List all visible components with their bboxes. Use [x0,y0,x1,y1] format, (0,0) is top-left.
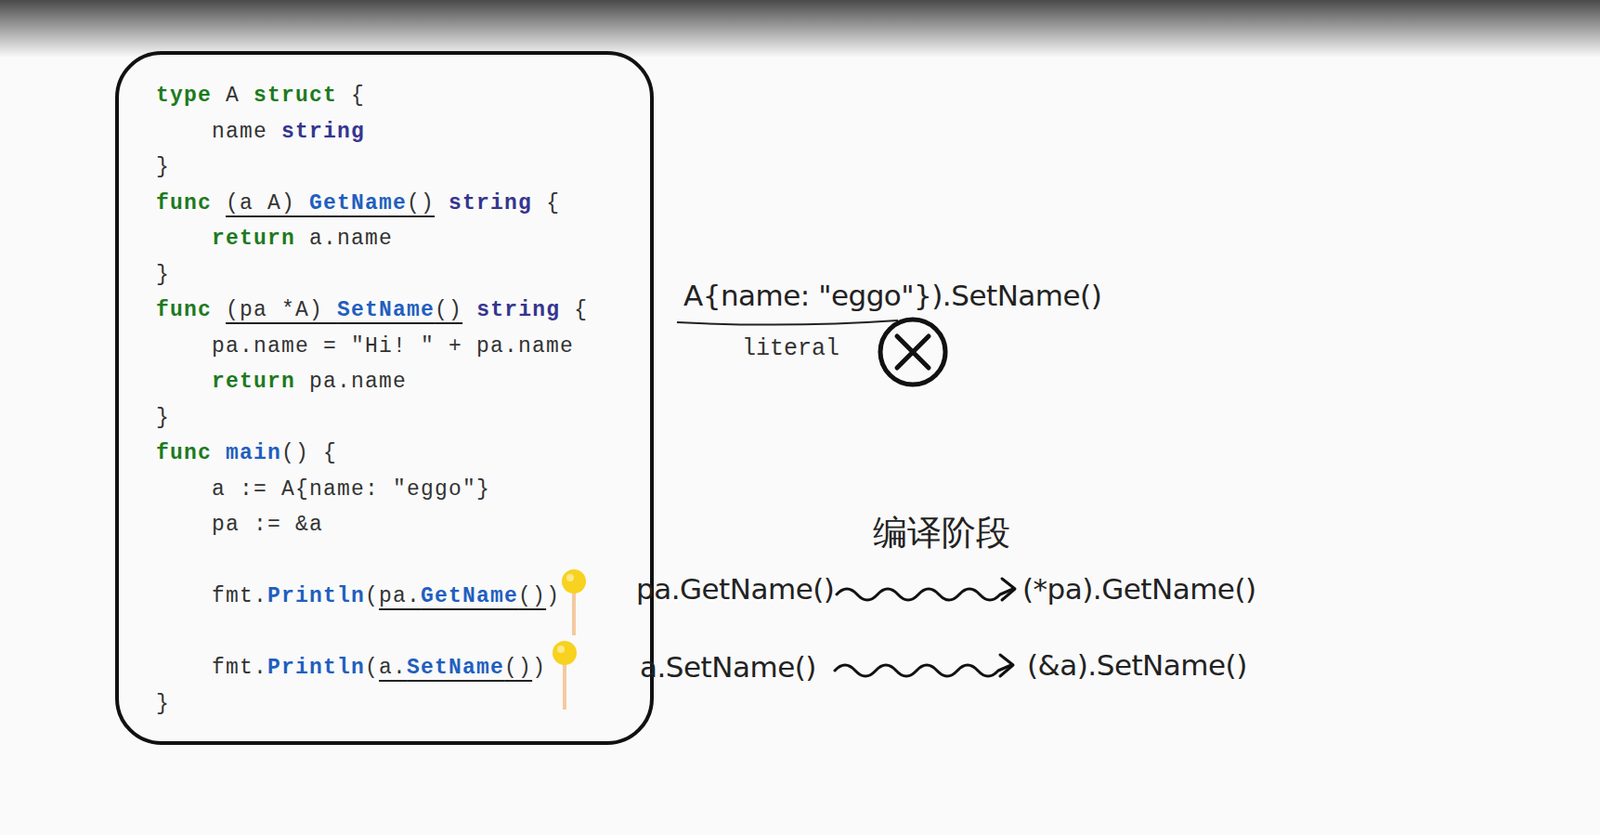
code-token: ( [364,655,379,680]
cross-symbol [880,319,946,385]
code-token: fmt. [211,655,268,680]
code-expression: a.SetName() [639,650,817,684]
code-line: fmt.Println(pa.GetName()) [211,578,560,614]
code-token: { [337,83,365,108]
code-token [211,441,226,466]
code-box: type A struct {name string}func (a A) Ge… [115,51,654,745]
code-token: { [559,298,588,323]
code-token: ) [532,655,547,680]
code-line: } [156,149,170,185]
code-token: GetName [420,584,519,609]
code-expression: (&a).SetName() [1027,648,1248,682]
code-token: pa.name = "Hi! " + pa.name [211,334,574,359]
code-token: ( [364,584,379,609]
code-token: name [211,119,282,144]
underline [676,320,898,326]
code-token: fmt. [211,584,268,609]
code-token: return [211,369,296,394]
code-token: Println [267,584,365,609]
code-line: func (pa *A) SetName() string { [156,292,588,328]
wavy-arrow [836,578,1015,600]
code-line: a := A{name: "eggo"} [211,471,491,508]
code-expression: pa.GetName() [636,572,834,606]
code-line: } [156,400,170,436]
code-line: return a.name [211,221,393,257]
code-line: type A struct { [156,78,365,114]
code-token: string [281,119,365,144]
code-expression: A{name: "eggo"}).SetName() [683,278,1102,313]
annotation: literal [741,335,840,363]
code-token [434,191,449,216]
code-token: () [434,298,463,323]
top-shade [0,0,1600,58]
code-token [462,298,477,323]
code-token [211,191,226,216]
code-token: a. [378,655,407,680]
code-token: } [156,155,170,180]
code-token: string [476,298,560,323]
code-line: pa := &a [211,507,324,543]
code-line: func (a A) GetName() string { [156,185,560,222]
code-token: A [211,83,254,108]
code-token: GetName [309,191,407,216]
code-token: } [156,405,170,430]
code-token: () { [281,441,338,466]
lollipop-icon [561,569,586,636]
code-token: () [518,584,547,609]
code-token: ) [546,584,560,609]
code-token [211,298,226,323]
code-token: () [504,655,533,680]
code-token: } [156,691,170,716]
code-token: { [532,191,560,216]
code-token: return [211,226,296,251]
code-token: func [156,191,212,216]
code-token: Println [267,655,365,680]
code-token: func [156,441,212,466]
wavy-arrow [834,654,1014,677]
code-token: (a A) [225,191,310,216]
code-line: func main() { [156,435,338,471]
section-heading: 编译阶段 [872,509,1011,557]
code-token: () [406,191,435,216]
code-token: pa := &a [211,512,324,537]
code-token: main [225,441,282,466]
code-token: (pa *A) [225,298,338,323]
code-line: pa.name = "Hi! " + pa.name [211,328,574,365]
code-token: SetName [406,655,505,680]
code-token: SetName [337,298,435,323]
code-line: return pa.name [211,364,407,400]
code-token: a.name [295,226,393,251]
code-token: pa. [378,584,421,609]
code-line: } [156,686,170,722]
code-line: name string [211,114,365,150]
code-expression: (*pa).GetName() [1022,572,1257,606]
code-token: struct [253,83,338,108]
code-line: } [156,257,170,293]
code-token: func [156,298,212,323]
code-token: type [156,83,212,108]
code-token: } [156,262,170,287]
code-token: string [448,191,533,216]
code-token: pa.name [295,369,407,394]
code-token: a := A{name: "eggo"} [211,477,491,502]
code-line: fmt.Println(a.SetName()) [211,650,547,686]
lollipop-icon [552,640,577,710]
